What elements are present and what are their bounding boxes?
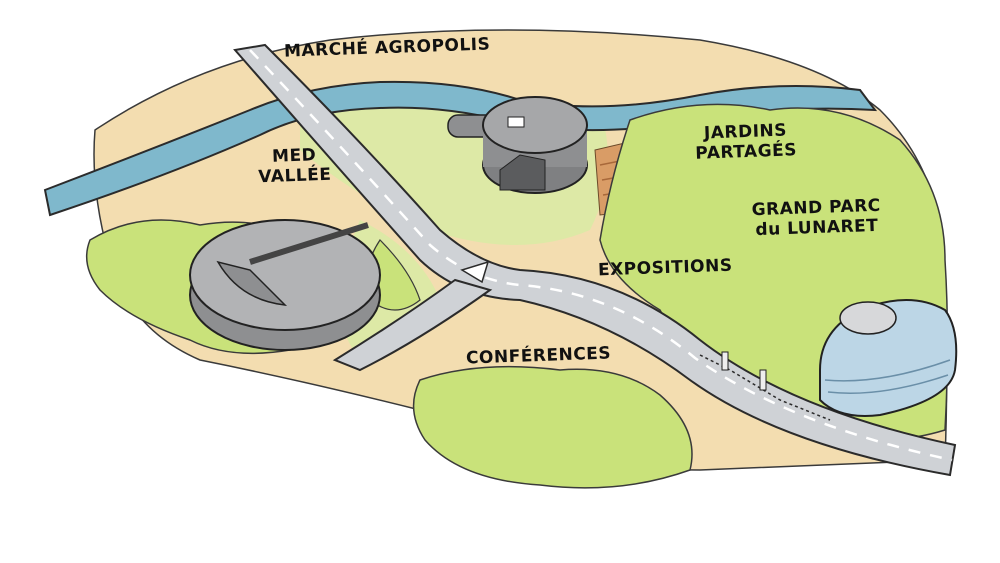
label-grand-parc-lunaret: GRAND PARC du LUNARET [751, 195, 882, 241]
lunaret-building [819, 299, 958, 417]
road-main [233, 43, 957, 477]
person-figure [721, 351, 729, 371]
agropolis-building [447, 96, 588, 194]
medvallee-building [189, 219, 381, 351]
roundabout [460, 260, 490, 284]
label-med-vallee: MED VALLÉE [258, 145, 332, 188]
road-branch [332, 278, 493, 372]
label-jardins-partages: JARDINS PARTAGÉS [695, 120, 798, 164]
road-center-line [249, 49, 953, 462]
conferences-trees [412, 365, 693, 489]
fence [699, 354, 831, 421]
person-figure [759, 369, 767, 391]
